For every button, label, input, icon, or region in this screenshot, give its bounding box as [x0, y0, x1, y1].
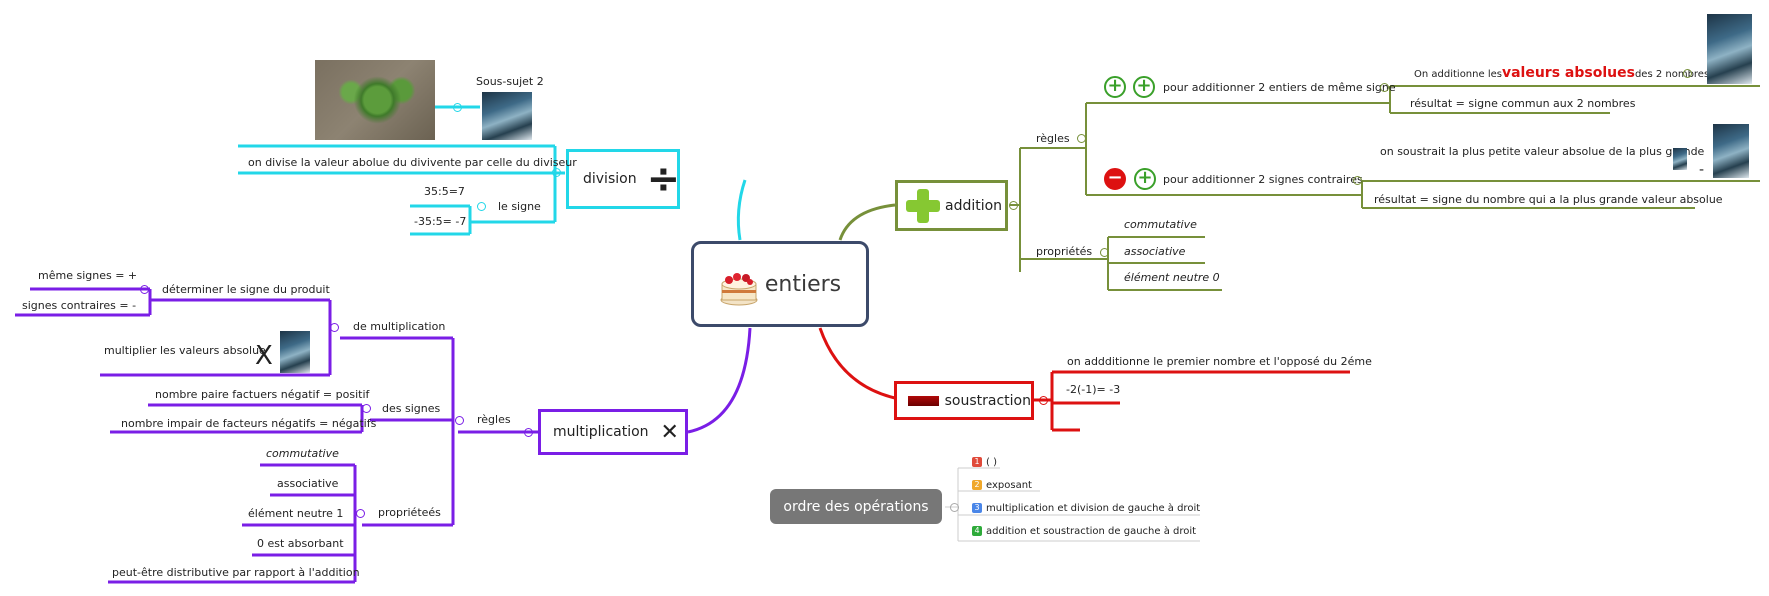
same-sign-detail-emphasis: valeurs absolues — [1501, 65, 1635, 81]
order-collapse-toggle[interactable] — [950, 503, 959, 512]
multiplication-label: multiplication — [553, 424, 649, 440]
addition-property-1: commutative — [1124, 218, 1197, 231]
soustraction-label: soustraction — [944, 392, 1031, 409]
division-collapse-toggle[interactable] — [552, 168, 561, 177]
order-item-4: 4 addition et soustraction de gauche à dr… — [972, 525, 1196, 539]
sign-collapse-toggle[interactable] — [477, 202, 486, 211]
bird-image-4 — [1713, 124, 1749, 178]
multiplication-topic[interactable]: multiplication ✕ — [538, 409, 688, 455]
addition-label: addition — [945, 197, 1003, 214]
opposite-collapse-toggle[interactable] — [1353, 176, 1362, 185]
bird-image — [482, 92, 532, 140]
mult-property-3: élément neutre 1 — [248, 507, 344, 520]
central-label: entiers — [764, 271, 842, 297]
minus-bar-icon — [908, 395, 939, 406]
plant-image — [315, 60, 435, 140]
order-text-1: ( ) — [986, 457, 997, 468]
cake-icon — [719, 262, 759, 306]
same-sign-detail-suffix: des 2 nombres — [1634, 69, 1710, 80]
order-text-4: addition et soustraction de gauche à dro… — [986, 526, 1197, 537]
order-badge-2: 2 — [972, 480, 982, 490]
order-item-3: 3 multiplication et division de gauche à … — [972, 502, 1200, 516]
opposite-sign-detail: on soustrait la plus petite valeur absol… — [1380, 145, 1705, 158]
same-sign-detail-prefix: On additionne les — [1414, 69, 1502, 80]
addition-properties-label: propriétés — [1036, 245, 1093, 258]
of-mult-toggle[interactable] — [330, 323, 339, 332]
same-sign-detail: On additionne lesvaleurs absoluesdes 2 n… — [1414, 66, 1709, 82]
division-rule: on divise la valeur abolue du divivente … — [248, 156, 577, 169]
addition-property-2: associative — [1124, 245, 1186, 258]
odd-negatives: nombre impair de facteurs négatifs = nég… — [121, 417, 377, 430]
division-example-2: -35:5= -7 — [414, 215, 467, 228]
same-signs: même signes = + — [38, 269, 138, 282]
plus-circle-icon-3: + — [1134, 168, 1156, 190]
soustraction-example: -2(-1)= -3 — [1066, 383, 1121, 396]
bird-image-5 — [280, 331, 310, 373]
bird-image-2 — [1707, 14, 1752, 84]
mult-properties-toggle[interactable] — [356, 509, 365, 518]
plus-circle-icon: + — [1104, 76, 1126, 98]
addition-topic[interactable]: addition — [895, 180, 1008, 231]
multiply-symbol: X — [255, 341, 273, 371]
order-text-2: exposant — [986, 480, 1032, 491]
mult-property-1: commutative — [266, 447, 339, 460]
division-example-1: 35:5=7 — [424, 185, 465, 198]
same-sign-label: pour additionner 2 entiers de même signe — [1163, 81, 1396, 94]
opposite-sign-dash: - — [1699, 162, 1705, 178]
of-mult-label: de multiplication — [353, 320, 446, 333]
subtopic-label: Sous-sujet 2 — [476, 75, 544, 88]
division-sign-label: le signe — [498, 200, 541, 213]
opposite-sign-result: résultat = signe du nombre qui a la plus… — [1374, 193, 1723, 206]
signs-label: des signes — [382, 402, 441, 415]
division-symbol: ÷ — [646, 156, 681, 202]
addition-collapse-toggle[interactable] — [1009, 201, 1018, 210]
division-label: division — [583, 171, 637, 187]
same-sign-result: résultat = signe commun aux 2 nombres — [1410, 97, 1636, 110]
central-topic[interactable]: entiers — [691, 241, 869, 327]
addition-rules-label: règles — [1036, 132, 1070, 145]
soustraction-rule: on addditionne le premier nombre et l'op… — [1067, 355, 1372, 368]
mult-property-4: 0 est absorbant — [257, 537, 344, 550]
addition-property-3: élément neutre 0 — [1124, 271, 1220, 284]
order-badge-1: 1 — [972, 457, 982, 467]
properties-collapse-toggle[interactable] — [1100, 248, 1109, 257]
multiply-abs: multiplier les valeurs absolue — [104, 344, 266, 357]
same-sign-collapse-toggle[interactable] — [1380, 83, 1389, 92]
determine-toggle[interactable] — [140, 285, 149, 294]
detail-collapse-toggle[interactable] — [1683, 69, 1692, 78]
mult-rules-label: règles — [477, 413, 511, 426]
determine-label: déterminer le signe du produit — [162, 283, 330, 296]
even-negatives: nombre paire factuers négatif = positif — [155, 388, 370, 401]
order-text-3: multiplication et division de gauche à d… — [986, 503, 1201, 514]
order-badge-3: 3 — [972, 503, 982, 513]
opposite-signs: signes contraires = - — [22, 299, 137, 312]
opposite-sign-label: pour additionner 2 signes contraires — [1163, 173, 1363, 186]
division-topic[interactable]: division ÷ — [566, 149, 680, 209]
mult-property-5: peut-être distributive par rapport à l'a… — [112, 566, 360, 579]
mult-rules-toggle[interactable] — [455, 416, 464, 425]
plus-circle-icon-2: + — [1133, 76, 1155, 98]
order-badge-4: 4 — [972, 526, 982, 536]
rules-collapse-toggle[interactable] — [1077, 134, 1086, 143]
soustraction-topic[interactable]: soustraction — [894, 381, 1034, 420]
multiplication-symbol: ✕ — [660, 419, 679, 445]
mult-properties-label: propriéteés — [378, 506, 441, 519]
mult-property-2: associative — [277, 477, 339, 490]
bird-image-3 — [1673, 148, 1687, 170]
minus-circle-icon: − — [1104, 168, 1126, 190]
order-item-1: 1 ( ) — [972, 456, 997, 470]
multiplication-collapse-toggle[interactable] — [524, 428, 533, 437]
soustraction-collapse-toggle[interactable] — [1039, 396, 1048, 405]
order-label: ordre des opérations — [783, 498, 929, 515]
order-topic[interactable]: ordre des opérations — [770, 489, 942, 524]
signs-toggle[interactable] — [362, 404, 371, 413]
subtopic-collapse-toggle[interactable] — [453, 103, 462, 112]
order-item-2: 2 exposant — [972, 479, 1032, 493]
plus-icon — [906, 188, 940, 223]
